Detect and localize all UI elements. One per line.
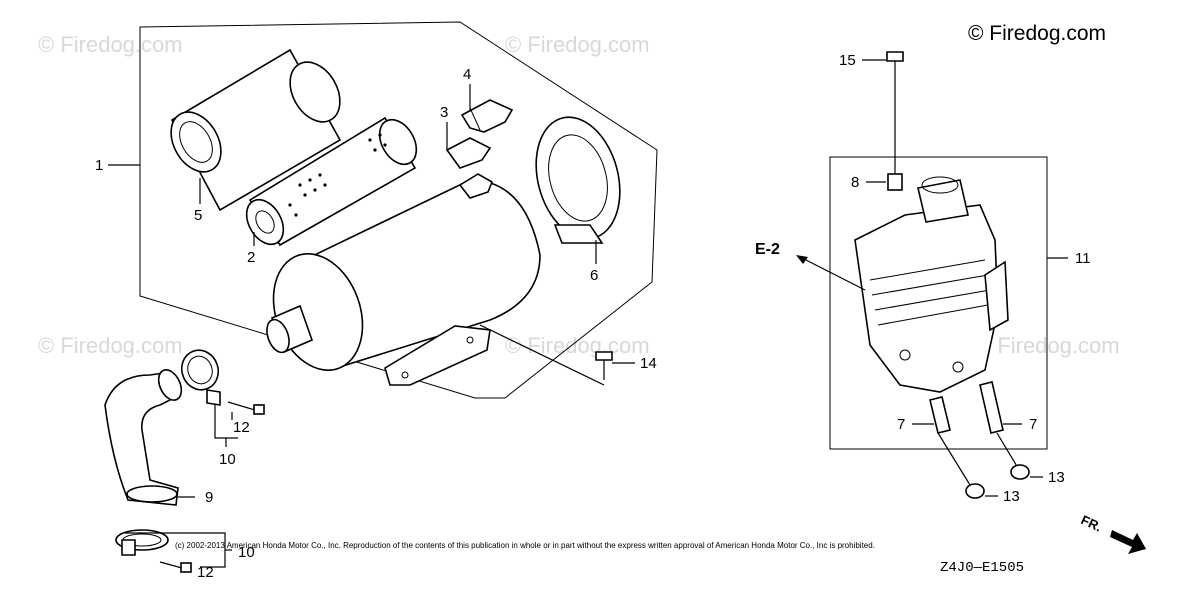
part-13-nut-lower <box>965 483 985 499</box>
callout-11: 11 <box>1075 250 1091 267</box>
part-10-clamp-upper <box>180 349 221 406</box>
leader-case-14 <box>479 324 605 386</box>
e2-arrow-head <box>796 255 808 264</box>
callout-7-left: 7 <box>897 416 905 433</box>
resonator-chamber <box>854 176 1009 393</box>
part-5-outer-filter <box>170 48 342 212</box>
part-2-filter-element <box>245 116 418 247</box>
part-3-clip <box>445 137 492 169</box>
fr-label: FR. <box>1079 512 1104 534</box>
callout-1: 1 <box>95 157 103 174</box>
part-7-tube-left <box>929 396 971 486</box>
part-4-clip <box>460 99 514 133</box>
callout-14: 14 <box>640 355 657 372</box>
callout-10-lower: 10 <box>238 544 255 561</box>
copyright-notice: (c) 2002-2013 American Honda Motor Co., … <box>175 541 875 550</box>
callout-4: 4 <box>463 66 471 83</box>
callout-8: 8 <box>851 174 859 191</box>
front-direction-indicator: FR. <box>1079 512 1146 554</box>
part-6-cover <box>535 116 621 244</box>
air-cleaner-case <box>266 173 541 386</box>
part-14-bolt <box>595 351 613 380</box>
diagram-code: Z4J0—E1505 <box>940 560 1024 576</box>
part-13-nut-upper <box>1010 464 1030 480</box>
watermark: © Firedog.com <box>38 333 183 358</box>
callout-12-upper: 12 <box>233 419 250 436</box>
part-12-screw-lower <box>159 561 192 573</box>
callout-9: 9 <box>205 489 213 506</box>
watermark: © Firedog.com <box>38 32 183 57</box>
part-15-bolt <box>886 51 904 88</box>
callout-13-lower: 13 <box>1003 488 1020 505</box>
watermark: © Firedog.com <box>505 333 650 358</box>
assembly-outline-1 <box>139 21 658 399</box>
assembly-outline-11 <box>829 156 1048 450</box>
callout-10-upper: 10 <box>219 451 236 468</box>
part-8-collar <box>887 173 903 191</box>
brand-watermark: © Firedog.com <box>968 22 1106 45</box>
fr-arrow-icon <box>1110 530 1146 554</box>
callout-13-upper: 13 <box>1048 469 1065 486</box>
part-12-screw-upper <box>227 401 265 415</box>
e2-arrow-line <box>801 257 866 291</box>
watermark: © Firedog.com <box>505 32 650 57</box>
callout-5: 5 <box>194 207 202 224</box>
callout-15: 15 <box>839 52 856 69</box>
part-10-clamp-lower <box>115 529 169 556</box>
callout-12-lower: 12 <box>197 564 214 581</box>
part-9-hose <box>104 369 183 506</box>
leader-10-upper <box>214 405 238 439</box>
callout-7-right: 7 <box>1029 416 1037 433</box>
part-7-tube-right <box>979 381 1019 469</box>
callout-2: 2 <box>247 249 255 266</box>
callout-3: 3 <box>440 104 448 121</box>
callout-6: 6 <box>590 267 598 284</box>
e2-reference: E-2 <box>755 241 780 258</box>
